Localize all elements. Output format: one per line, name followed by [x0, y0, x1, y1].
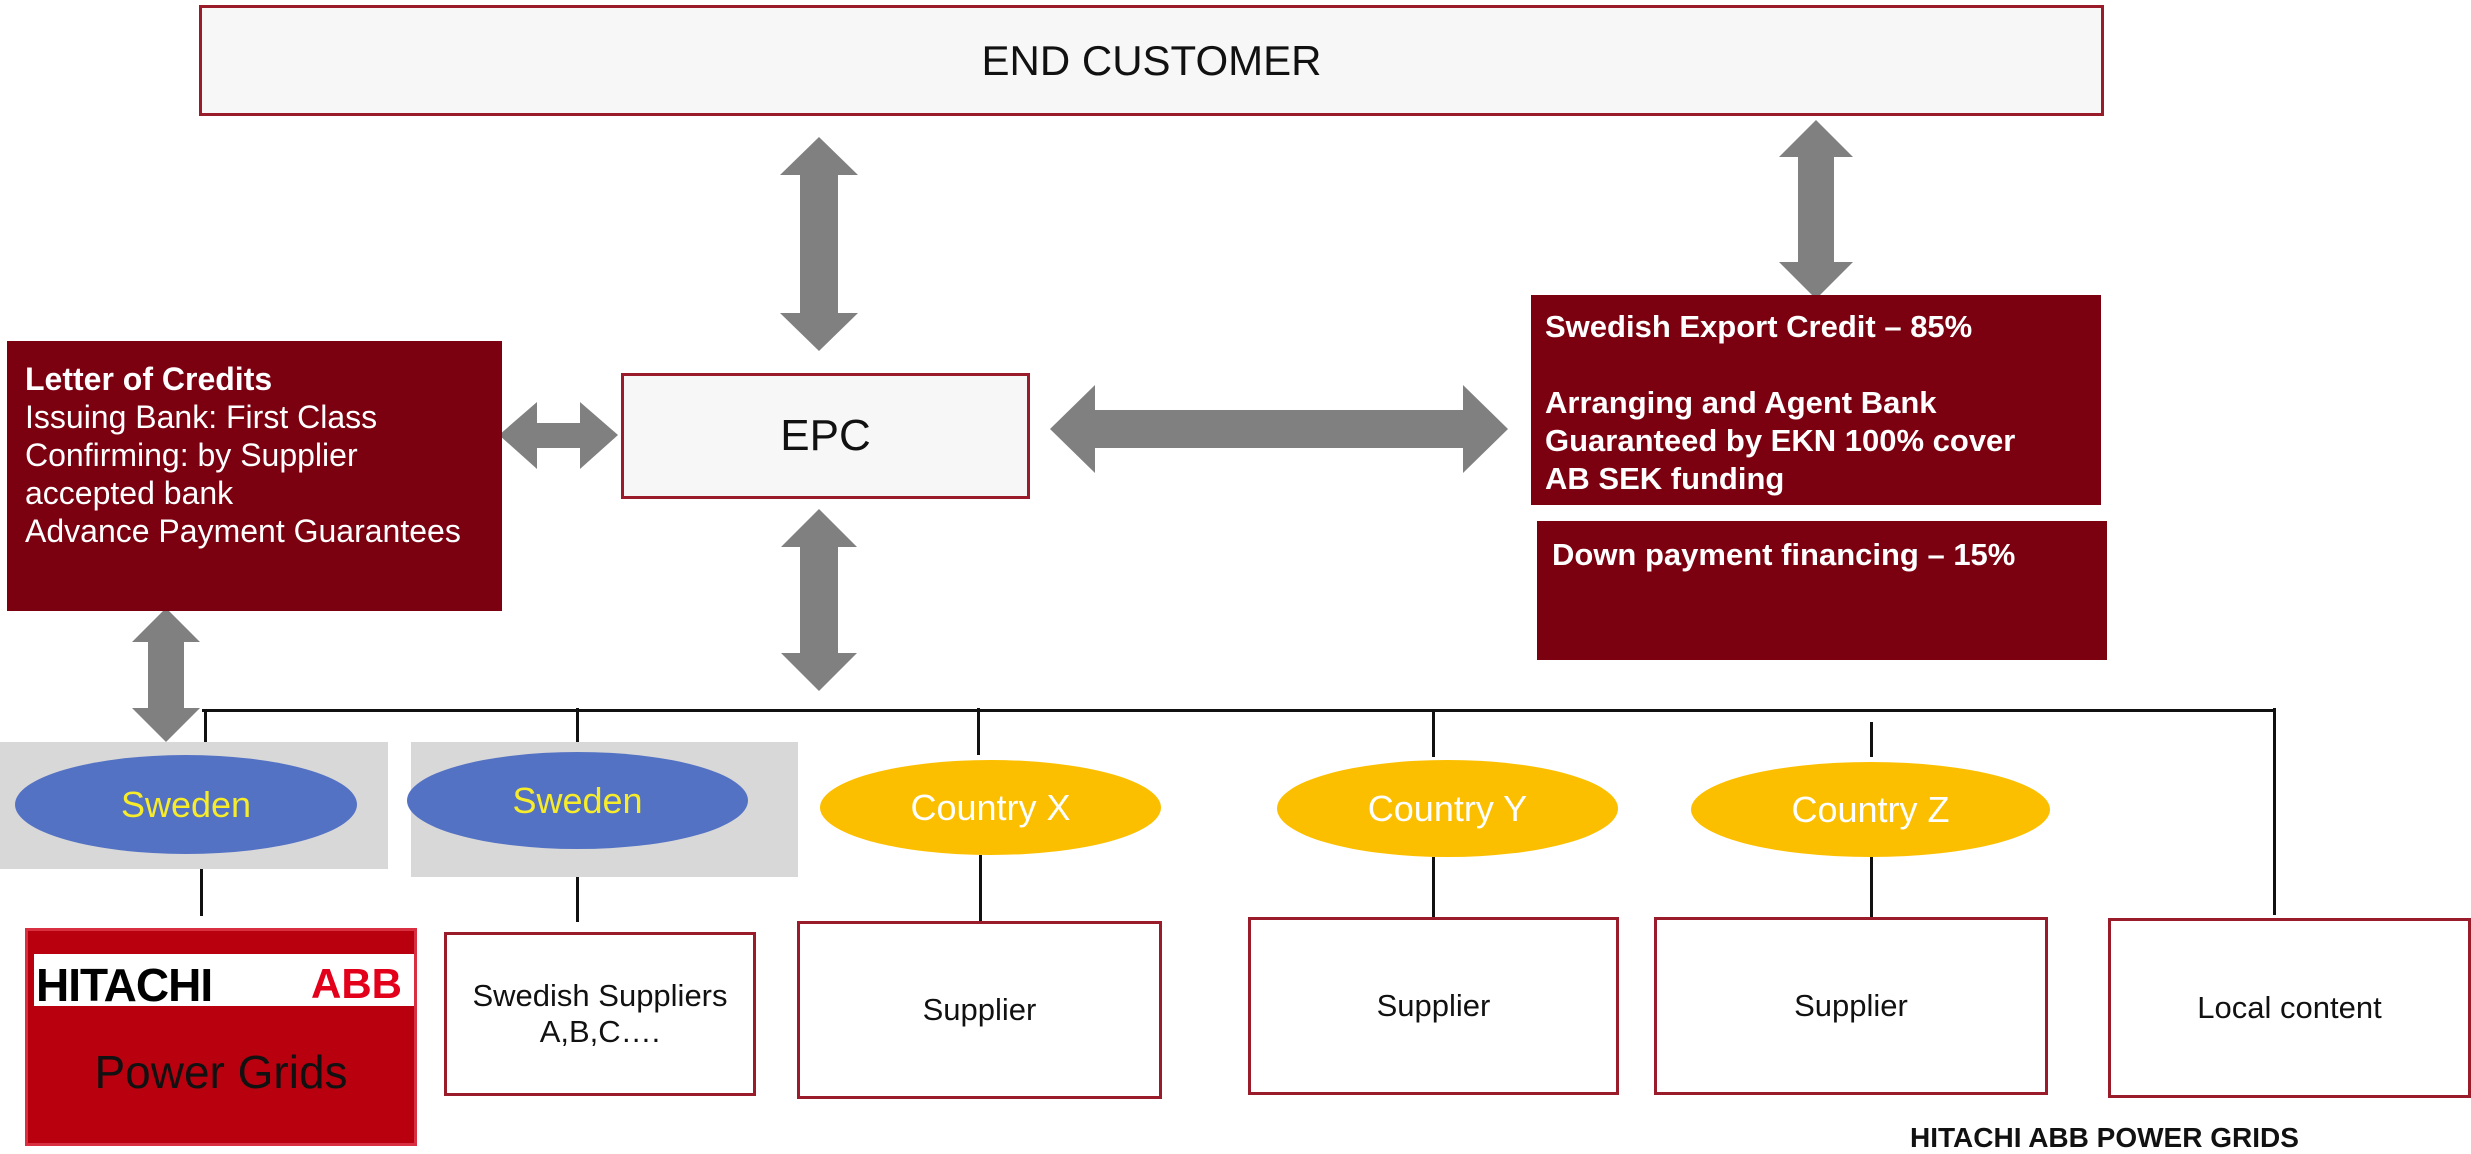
- drop-line: [1432, 710, 1435, 757]
- drop-line: [1432, 857, 1435, 917]
- country-x-label: Country X: [910, 786, 1071, 828]
- drop-line: [979, 855, 982, 922]
- country-x: Country X: [820, 760, 1161, 855]
- arrow-epc-bus: [781, 509, 857, 691]
- drop-line: [576, 849, 579, 922]
- country-y: Country Y: [1277, 760, 1618, 857]
- drop-line: [576, 708, 579, 752]
- country-z-label: Country Z: [1791, 788, 1950, 830]
- export-credit-line: AB SEK funding: [1545, 461, 1785, 496]
- supplier-y-box: Supplier: [1248, 917, 1619, 1095]
- export-credit-line: Guaranteed by EKN 100% cover: [1545, 423, 2016, 458]
- letter-of-credits-line: Issuing Bank: First Class: [25, 399, 378, 435]
- letter-of-credits-title: Letter of Credits: [25, 361, 273, 397]
- drop-line: [204, 710, 207, 752]
- end-customer-box: END CUSTOMER: [199, 5, 2104, 116]
- export-credit-title: Swedish Export Credit – 85%: [1545, 309, 1973, 344]
- letter-of-credits-line: accepted bank: [25, 475, 234, 511]
- supplier-x-label: Supplier: [922, 992, 1037, 1027]
- drop-line: [1870, 722, 1873, 757]
- down-payment-label: Down payment financing – 15%: [1552, 537, 2016, 572]
- logo-abb-text: ABB: [311, 960, 402, 1007]
- arrow-epc-export: [1050, 385, 1508, 473]
- footer-brand-text: HITACHI ABB POWER GRIDS: [1910, 1122, 2299, 1153]
- arrow-epc-end-customer: [780, 137, 858, 351]
- letter-of-credits-line: Confirming: by Supplier: [25, 437, 358, 473]
- country-z: Country Z: [1691, 762, 2050, 857]
- export-credit-line: Arranging and Agent Bank: [1545, 385, 1937, 420]
- drop-line: [200, 851, 203, 916]
- supplier-z-box: Supplier: [1654, 917, 2048, 1095]
- down-payment-box: Down payment financing – 15%: [1537, 521, 2107, 660]
- epc-box: EPC: [621, 373, 1030, 499]
- swedish-suppliers-line1: Swedish Suppliers: [472, 978, 728, 1013]
- drop-line: [2273, 708, 2276, 915]
- arrow-lc-sweden: [132, 608, 200, 742]
- supplier-z-label: Supplier: [1794, 988, 1908, 1023]
- logo-power-grids-text: Power Grids: [94, 1046, 348, 1098]
- end-customer-label: END CUSTOMER: [981, 36, 1322, 84]
- country-y-label: Country Y: [1367, 787, 1528, 829]
- epc-label: EPC: [780, 411, 871, 460]
- supplier-x-box: Supplier: [797, 921, 1162, 1099]
- bus-line: [202, 709, 2275, 712]
- supplier-y-label: Supplier: [1376, 988, 1491, 1023]
- country-sweden-1-label: Sweden: [120, 783, 252, 825]
- logo-white-band: HITACHI ABB: [34, 954, 414, 1011]
- country-sweden-1: Sweden: [15, 755, 357, 854]
- hitachi-abb-logo: HITACHI ABB Power Grids: [25, 928, 417, 1146]
- local-content-box: Local content: [2108, 918, 2471, 1098]
- drop-line: [1870, 857, 1873, 917]
- country-sweden-2: Sweden: [407, 752, 748, 849]
- letter-of-credits-line: Advance Payment Guarantees: [25, 513, 461, 549]
- arrow-lc-epc: [499, 402, 618, 469]
- logo-hitachi-text: HITACHI: [36, 959, 213, 1011]
- swedish-suppliers-line2: A,B,C….: [539, 1014, 661, 1049]
- arrow-export-end-customer: [1779, 120, 1853, 299]
- export-credit-box: Swedish Export Credit – 85% Arranging an…: [1531, 295, 2101, 505]
- drop-line: [977, 708, 980, 755]
- swedish-suppliers-box: Swedish Suppliers A,B,C….: [444, 932, 756, 1096]
- letter-of-credits-box: Letter of Credits Issuing Bank: First Cl…: [7, 341, 502, 611]
- local-content-label: Local content: [2197, 990, 2382, 1025]
- country-sweden-2-label: Sweden: [512, 779, 643, 821]
